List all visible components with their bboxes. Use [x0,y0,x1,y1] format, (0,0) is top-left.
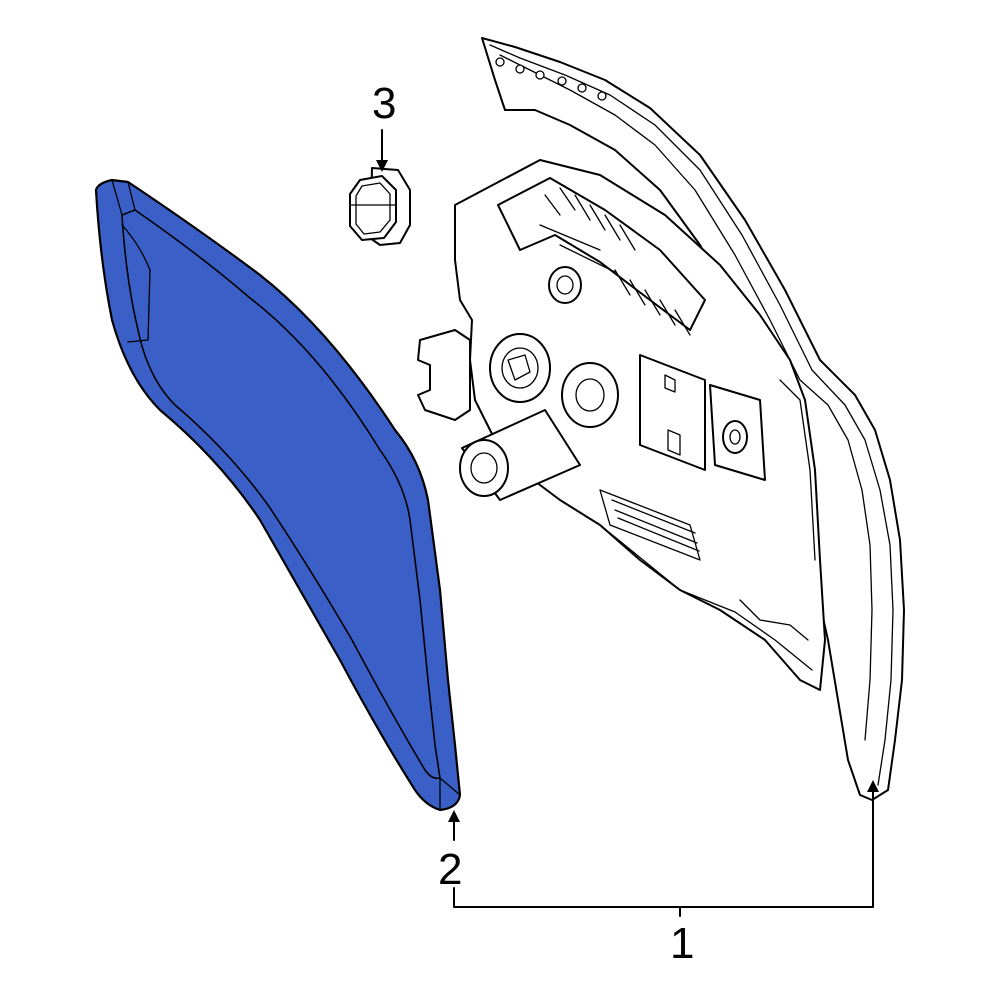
lamp-gasket [94,178,462,812]
bulb-socket-upper [489,333,551,403]
callout-label-1: 1 [670,919,694,968]
lamp-right-bracket [709,384,766,481]
bracket-1 [453,789,874,908]
bulb-socket-lower [459,409,581,501]
callout-label-2: 2 [438,845,462,894]
callout-label-3: 3 [372,79,396,128]
lamp-lens-shell [481,37,905,801]
lamp-right-panel [639,354,706,471]
flange-nut [349,167,411,246]
lamp-rim-line-2 [499,54,873,741]
arrowhead-2 [448,810,460,822]
arrowhead-3 [376,160,388,172]
lamp-rim-line [489,44,894,786]
lamp-housing-ridge [497,177,706,331]
gasket-inner [121,209,441,780]
arrowhead-1 [867,780,879,792]
lamp-left-bracket [417,329,471,421]
lamp-rivets [495,57,607,101]
callout-leaders [376,129,879,917]
lamp-boss [561,362,619,428]
tail-lamp-assembly [417,37,905,801]
nut-hex [349,175,397,241]
lamp-vent [599,489,701,561]
lamp-stud [548,266,582,304]
lamp-fins [539,187,691,336]
